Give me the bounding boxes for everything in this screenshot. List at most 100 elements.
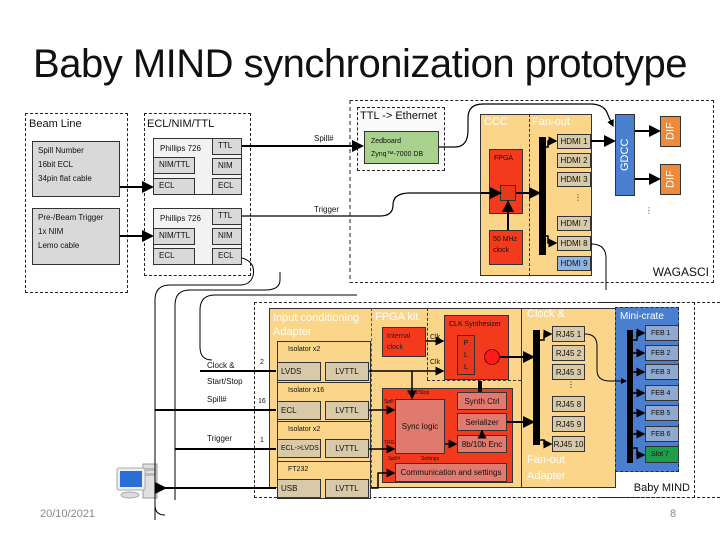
synth-ctrl: Synth Ctrl: [457, 392, 507, 410]
spill-number-source: Spill Number 16bit ECL 34pin flat cable: [32, 141, 120, 197]
text-line: clock: [387, 344, 403, 351]
wire: [546, 235, 558, 248]
trg-tag: TRG: [384, 440, 395, 446]
text-line: 34pin flat cable: [38, 174, 92, 183]
beam-line-label: Beam Line: [29, 118, 82, 130]
zedboard: Zedboard Zynq™-7000 DB: [364, 131, 439, 164]
line-count: 1: [260, 437, 264, 444]
fpga-label: FPGA: [494, 155, 514, 162]
spill-tag: Spill: [384, 399, 394, 405]
wire: [174, 272, 281, 500]
text-line: clock: [493, 247, 509, 254]
iso-input: ECL: [277, 401, 321, 420]
ccc-label: CCC: [484, 116, 508, 128]
text-line: Internal: [387, 333, 411, 340]
ttl-ethernet-label: TTL -> Ethernet: [360, 110, 437, 122]
iso-input: USB: [277, 479, 321, 498]
hdmi-port: HDMI 2: [557, 153, 591, 168]
module-name: Phillips 726: [160, 214, 201, 223]
rj45-port: RJ45 10: [552, 436, 585, 452]
isolator-label: FT232: [288, 466, 309, 473]
clock-50mhz: 50 MHz clock: [489, 230, 523, 265]
rj45-port: RJ45 1: [552, 326, 585, 342]
sync-logic: Sync logic: [395, 399, 445, 454]
rj45-port: RJ45 9: [552, 416, 585, 432]
feb-slot: FEB 4: [645, 385, 679, 401]
beam-line-panel: Beam Line: [25, 113, 128, 293]
text-line: Fan-out: [527, 454, 565, 466]
spill-signal-label: Spill#: [314, 134, 334, 143]
clk-tag: Clk: [430, 359, 441, 366]
rj45-port: RJ45 2: [552, 345, 585, 361]
feb-slot: FEB 5: [645, 405, 679, 421]
settings-tag: Settings: [421, 456, 440, 462]
text-line: Pre-/Beam Trigger: [38, 213, 104, 222]
ecl-nim-ttl-panel: ECL/NIM/TTL: [144, 113, 251, 276]
wire: [590, 243, 607, 290]
hdmi-port: HDMI 1: [557, 134, 591, 149]
computer-icon: [115, 462, 160, 500]
hdmi-port: HDMI 7: [557, 216, 591, 231]
port-ttl: TTL: [212, 138, 242, 155]
internal-clock: Internal clock: [382, 327, 426, 357]
port-ecl-out: ECL: [212, 248, 242, 265]
rj45-port: RJ45 8: [552, 396, 585, 412]
port-nim: NIM: [212, 158, 242, 175]
wire: [439, 103, 614, 148]
fanout-label: Fan-out: [532, 116, 570, 128]
slide-number: 8: [670, 508, 677, 520]
port-nim-ttl: NIM/TTL: [153, 228, 195, 245]
text-line: Spill Number: [38, 146, 84, 155]
clk-synth-label: CLK Synthesizer: [449, 321, 502, 328]
baby-mind-panel: Baby MIND: [600, 302, 695, 498]
trigger-signal-label: Trigger: [314, 205, 340, 214]
text-line: Lemo cable: [38, 241, 80, 250]
divider: [427, 308, 428, 380]
iso-output: LVTTL: [325, 439, 369, 458]
module-name: Phillips 726: [160, 144, 201, 153]
spill2-tag: Spill#: [388, 456, 401, 462]
start-stop-tag: Start/Stop: [407, 390, 430, 396]
clock-fanout-bus: [533, 330, 540, 445]
clock-fanout-label-bottom: Fan-out Adapter: [527, 452, 566, 484]
port-ecl: ECL: [153, 248, 195, 265]
baby-mind-label: Baby MIND: [633, 482, 690, 494]
wire: [633, 447, 646, 460]
port-ttl: TTL: [212, 208, 242, 225]
wire: [199, 294, 357, 361]
hdmi-port: HDMI 3: [557, 172, 591, 187]
text-line: Adapter: [527, 470, 566, 482]
text-line: Clock &: [207, 361, 235, 370]
ellipsis: ⋮: [574, 193, 582, 202]
input-conditioning-label: Input conditioning Adapter: [273, 311, 359, 339]
feb-slot: FEB 3: [645, 364, 679, 380]
pll-block: P L L: [457, 335, 475, 375]
iso-input: ECL->LVDS: [277, 439, 321, 458]
wire: [242, 189, 500, 217]
iso-output: LVTTL: [325, 401, 369, 420]
feb-slot: FEB 2: [645, 345, 679, 361]
wire: [633, 328, 646, 341]
clock-start-stop-label: Clock & Start/Stop: [207, 358, 243, 390]
wire: [154, 504, 166, 516]
text-line: Zynq™-7000 DB: [371, 151, 424, 158]
fpga-kit-label: FPGA kit: [375, 311, 419, 323]
text-line: L: [464, 364, 468, 371]
clock-fanout-label: Clock &: [527, 308, 565, 320]
iso-output: LVTTL: [325, 479, 369, 498]
hdmi-port: HDMI 8: [557, 236, 591, 251]
isolator-label: Isolator x2: [288, 426, 321, 433]
text-line: Adapter: [273, 326, 312, 338]
ecl-nim-ttl-label: ECL/NIM/TTL: [147, 118, 215, 130]
wire: [584, 333, 627, 384]
text-line: 50 MHz: [493, 236, 518, 243]
clk-synthesizer: CLK Synthesizer: [444, 315, 509, 380]
wagasci-panel: WAGASCI: [350, 100, 714, 283]
sync-prototype-panel: [254, 302, 720, 498]
text-line: L: [464, 352, 468, 359]
rj45-port: RJ45 3: [552, 364, 585, 380]
isolator-label: Isolator x2: [288, 346, 321, 353]
divider: [371, 308, 372, 488]
slot-7: Slot 7: [645, 446, 679, 463]
text-line: Start/Stop: [207, 377, 243, 386]
